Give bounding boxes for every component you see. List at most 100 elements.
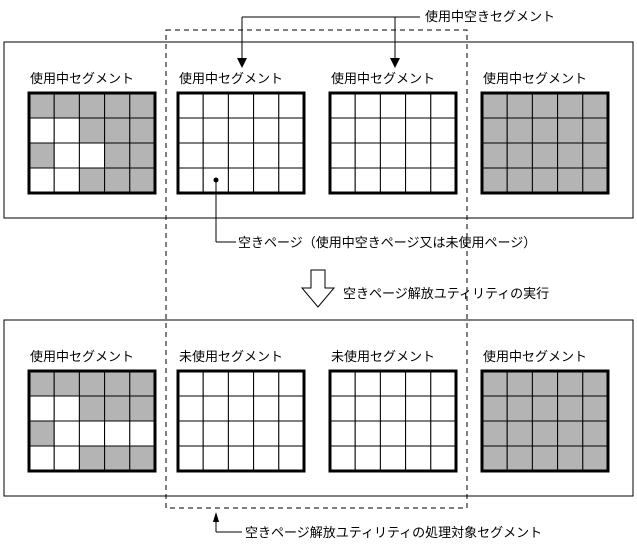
page-cell-free [430,142,457,169]
page-cell-used [78,395,106,422]
page-cell-free [253,370,280,397]
page-cell-used [129,395,156,422]
page-cell-free [379,142,407,169]
segment-after-1: 使用中セグメント [27,349,157,473]
segment-border [480,91,610,195]
page-cell-used [582,420,609,447]
page-cell-free [278,445,305,472]
page-cell-free [329,142,356,169]
page-cell-free [253,445,280,472]
page-cell-used [582,92,609,119]
page-cell-free [430,395,457,422]
page-cell-used [129,167,156,194]
page-cell-free [329,167,356,194]
page-cell-used [557,167,584,194]
page-cell-used [506,445,533,472]
page-cell-used [481,370,508,397]
segment-label: 使用中セグメント [331,71,435,87]
segment-border [480,369,610,473]
segment-after-4: 使用中セグメント [480,349,610,473]
page-cell-free [202,370,229,397]
page-cell-free [405,395,432,422]
page-cell-free [405,167,432,194]
page-cell-free [278,92,305,119]
page-cell-free [379,117,407,144]
page-cell-free [405,117,432,144]
page-cell-free [78,420,106,447]
page-cell-free [329,117,356,144]
page-cell-used [481,445,508,472]
in-use-free-callout: 使用中空きセグメント [237,9,555,68]
page-cell-used [582,395,609,422]
segment-label: 未使用セグメント [331,349,435,365]
down-arrow-icon [300,269,336,308]
page-cell-free [253,167,280,194]
page-cell-free [329,395,356,422]
target-region-dashed [165,29,468,509]
page-cell-free [278,370,305,397]
page-cell-free [177,167,204,194]
page-cell-used [506,370,533,397]
page-cell-free [354,167,381,194]
page-cell-free [177,117,204,144]
segment-label: 使用中セグメント [30,349,134,365]
page-cell-used [557,117,584,144]
page-cell-free [28,167,55,194]
page-cell-free [227,395,255,422]
page-cell-free [379,370,407,397]
page-cell-used [481,92,508,119]
page-cell-free [354,142,381,169]
page-cell-free [354,420,381,447]
target-segment-callout: 空きページ解放ユティリティの処理対象セグメント [213,512,542,541]
page-cell-used [104,370,131,397]
page-cell-used [129,92,156,119]
page-cell-used [506,117,533,144]
page-cell-free [379,420,407,447]
segment-border [176,369,306,473]
page-cell-used [531,370,559,397]
page-cell-free [202,445,229,472]
page-cell-free [28,445,55,472]
page-cell-free [227,420,255,447]
page-cell-used [531,117,559,144]
page-cell-free [354,370,381,397]
page-cell-used [531,445,559,472]
page-cell-free [227,370,255,397]
page-cell-used [104,445,131,472]
page-cell-free [405,92,432,119]
page-cell-used [104,92,131,119]
panel-before-frame [3,41,634,219]
page-cell-free [53,117,80,144]
page-cell-used [129,370,156,397]
segment-after-3: 未使用セグメント [328,349,458,473]
segment-label: 使用中セグメント [179,71,283,87]
target-segment-label: 空きページ解放ユティリティの処理対象セグメント [245,526,542,541]
page-cell-free [177,92,204,119]
segment-label: 使用中セグメント [483,349,587,365]
page-cell-used [28,420,55,447]
page-cell-free [129,420,156,447]
page-cell-used [481,167,508,194]
page-cell-used [78,117,106,144]
page-cell-used [53,370,80,397]
segment-before-2: 使用中セグメント [176,71,306,195]
segment-before-4: 使用中セグメント [480,71,610,195]
segment-border [27,369,157,473]
segment-border [328,91,458,195]
page-cell-free [329,445,356,472]
page-cell-used [104,142,131,169]
page-cell-used [506,92,533,119]
page-cell-used [104,395,131,422]
page-cell-free [430,167,457,194]
page-cell-free [53,445,80,472]
segment-grids: 使用中セグメント使用中セグメント使用中セグメント使用中セグメント使用中セグメント… [27,71,610,473]
page-cell-used [531,420,559,447]
segment-before-3: 使用中セグメント [328,71,458,195]
run-utility-label: 空きページ解放ユティリティの実行 [343,286,549,302]
page-cell-free [278,167,305,194]
page-cell-used [28,370,55,397]
segment-before-1: 使用中セグメント [27,71,157,195]
page-cell-free [253,420,280,447]
